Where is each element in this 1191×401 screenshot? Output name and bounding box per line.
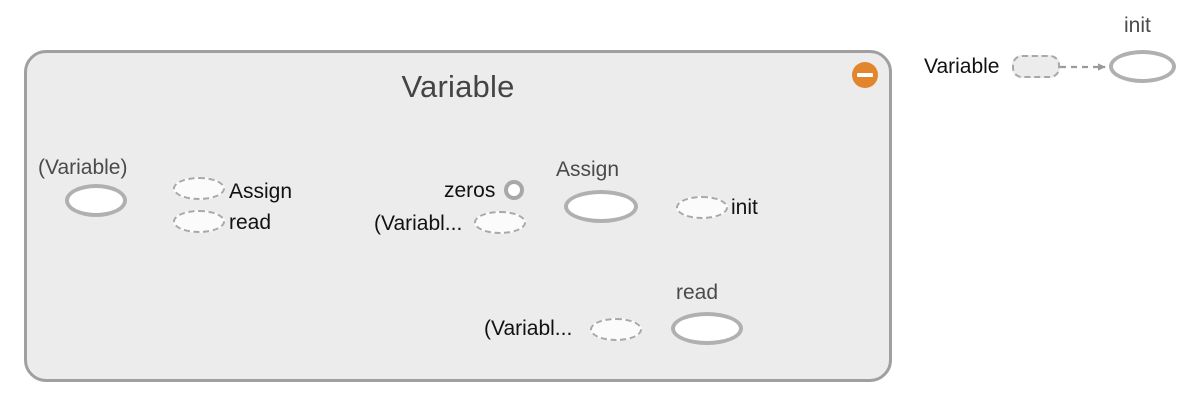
group-title: Variable	[401, 69, 515, 104]
node-label-init-ref: init	[731, 196, 758, 219]
node-label-variable-ref-read: (Variabl...	[484, 317, 573, 340]
node-label-init-op: init	[1124, 14, 1151, 37]
node-label-assign-op: Assign	[556, 158, 620, 181]
node-assign-op[interactable]	[564, 190, 638, 223]
node-label-variable-op: (Variable)	[38, 156, 128, 179]
node-label-assign-ref: Assign	[229, 180, 293, 203]
node-zeros-const[interactable]	[504, 180, 524, 200]
node-variable-op[interactable]	[65, 184, 127, 217]
node-label-read-op: read	[676, 281, 719, 304]
group-variable[interactable]: Variable	[24, 50, 892, 382]
node-read-ref[interactable]	[173, 210, 225, 233]
node-label-zeros: zeros	[444, 179, 496, 202]
node-variable-ref-assign[interactable]	[474, 211, 526, 234]
node-init-ref[interactable]	[676, 196, 728, 219]
node-label-variable-collapsed: Variable	[924, 55, 1000, 78]
node-variable-collapsed[interactable]	[1012, 55, 1060, 78]
minus-glyph	[857, 73, 873, 77]
node-label-variable-ref-assign: (Variabl...	[374, 212, 463, 235]
node-variable-ref-read[interactable]	[590, 318, 642, 341]
node-init-op[interactable]	[1109, 50, 1176, 83]
node-assign-ref[interactable]	[173, 177, 225, 200]
minus-circle-icon[interactable]	[852, 62, 878, 88]
node-read-op[interactable]	[671, 312, 743, 345]
node-label-read-ref: read	[229, 211, 272, 234]
